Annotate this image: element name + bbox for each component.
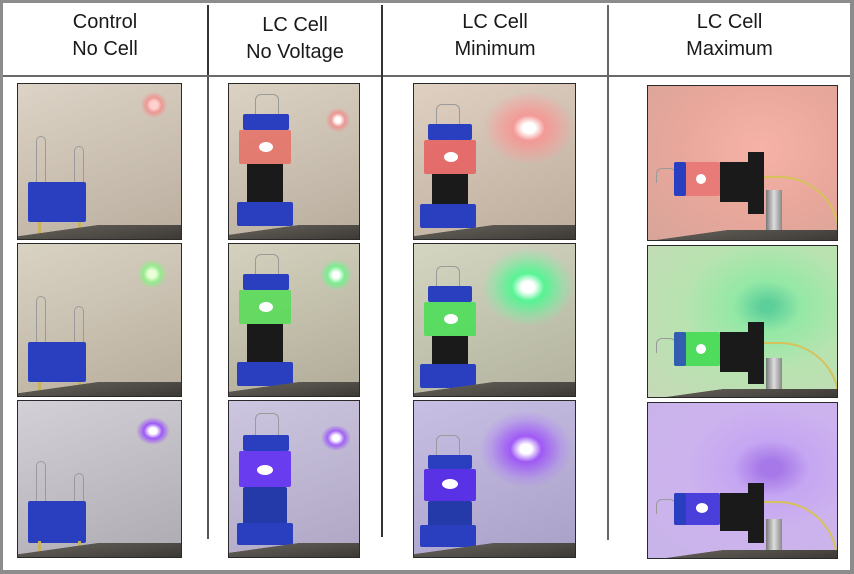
photo-green-minimum: [413, 243, 576, 397]
photo-red-maximum: [647, 85, 838, 241]
photo-violet-maximum: [647, 402, 838, 559]
column-header-maximum: LC Cell Maximum: [609, 9, 850, 63]
photo-violet-no-voltage: [228, 400, 360, 558]
photo-violet-minimum: [413, 400, 576, 558]
photo-green-control: [17, 243, 182, 397]
column-header-no-voltage: LC Cell No Voltage: [209, 12, 381, 66]
header-divider: [3, 75, 850, 77]
column-divider: [207, 77, 209, 539]
column-header-control: Control No Cell: [3, 9, 207, 63]
figure-table: Control No Cell LC Cell No Voltage LC Ce…: [3, 3, 850, 570]
photo-red-no-voltage: [228, 83, 360, 240]
header-line: Maximum: [686, 38, 773, 60]
header-line: LC Cell: [462, 11, 528, 33]
header-line: No Voltage: [246, 41, 344, 63]
column-header-minimum: LC Cell Minimum: [383, 9, 607, 63]
photo-green-no-voltage: [228, 243, 360, 397]
column-divider: [381, 5, 383, 537]
photo-red-control: [17, 83, 182, 240]
column-divider: [607, 5, 609, 540]
photo-violet-control: [17, 400, 182, 558]
header-line: Control: [72, 11, 138, 33]
header-line: LC Cell: [262, 14, 328, 36]
photo-red-minimum: [413, 83, 576, 240]
header-line: No Cell: [72, 38, 138, 60]
column-divider: [207, 5, 209, 75]
header-line: LC Cell: [696, 11, 763, 33]
header-line: Minimum: [454, 38, 536, 60]
photo-green-maximum: [647, 245, 838, 398]
